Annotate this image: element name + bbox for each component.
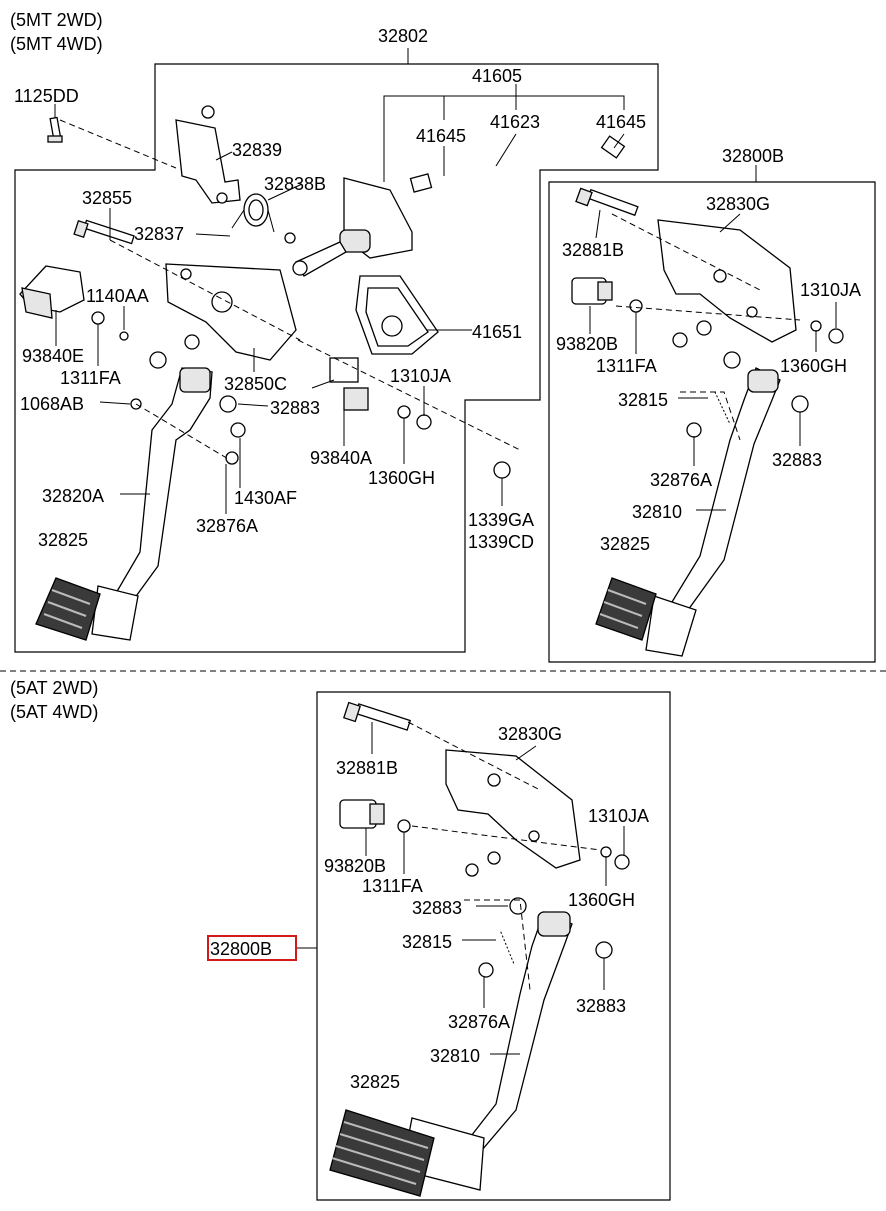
brake-bracket-top-drawing bbox=[657, 219, 797, 343]
label-32850c: 32850C bbox=[224, 374, 287, 394]
label-93820b-bottom: 93820B bbox=[324, 856, 386, 876]
label-1068ab: 1068AB bbox=[20, 394, 84, 414]
label-32810-top: 32810 bbox=[632, 502, 682, 522]
label-32800b-top: 32800B bbox=[722, 146, 784, 166]
label-32883-bottom-1: 32883 bbox=[412, 898, 462, 918]
section-label-5mt-2wd: (5MT 2WD) bbox=[10, 10, 103, 30]
label-32839: 32839 bbox=[232, 140, 282, 160]
label-32825-left: 32825 bbox=[38, 530, 88, 550]
label-1311fa-bottom: 1311FA bbox=[362, 876, 423, 896]
label-1311fa-right: 1311FA bbox=[596, 356, 657, 376]
label-32883-right: 32883 bbox=[772, 450, 822, 470]
brake-pin-bottom-drawing bbox=[343, 701, 412, 731]
label-1360gh-right: 1360GH bbox=[780, 356, 847, 376]
clutch-hose-drawing bbox=[399, 120, 626, 193]
brake-bracket-bottom-drawing bbox=[445, 749, 581, 869]
label-32876a-bottom: 32876A bbox=[448, 1012, 510, 1032]
label-32837: 32837 bbox=[134, 224, 184, 244]
label-1311fa-left: 1311FA bbox=[60, 368, 121, 388]
pedal-pad-bottom-drawing bbox=[329, 1109, 435, 1197]
label-93840e: 93840E bbox=[22, 346, 84, 366]
spring-coil-drawing bbox=[231, 193, 296, 244]
label-32830g-bottom: 32830G bbox=[498, 724, 562, 744]
section-label-5at-2wd: (5AT 2WD) bbox=[10, 678, 98, 698]
label-1125dd: 1125DD bbox=[14, 86, 79, 106]
label-32876a-left: 32876A bbox=[196, 516, 258, 536]
pivot-pin-drawing bbox=[73, 219, 135, 245]
label-32802: 32802 bbox=[378, 26, 428, 46]
frame-clutch-assembly bbox=[14, 63, 659, 653]
spring-32815-bottom-drawing bbox=[498, 929, 516, 965]
label-32881b-bottom: 32881B bbox=[336, 758, 398, 778]
label-32883-left: 32883 bbox=[270, 398, 320, 418]
gasket-drawing bbox=[355, 275, 439, 355]
label-41645-b: 41645 bbox=[596, 112, 646, 132]
frame-brake-assembly-top bbox=[548, 181, 876, 663]
bracket-drawing bbox=[175, 105, 241, 204]
label-1310ja-right: 1310JA bbox=[800, 280, 861, 300]
brake-pedal-arm-top-drawing bbox=[645, 367, 781, 657]
switch-93820b-top-drawing bbox=[571, 277, 613, 305]
label-41645-a: 41645 bbox=[416, 126, 466, 146]
label-32825-bottom: 32825 bbox=[350, 1072, 400, 1092]
label-1360gh-bottom: 1360GH bbox=[568, 890, 635, 910]
label-1339ga: 1339GA bbox=[468, 510, 534, 530]
leader-lines bbox=[54, 48, 837, 1055]
label-32881b-top: 32881B bbox=[562, 240, 624, 260]
bolt-1125dd-drawing bbox=[47, 116, 63, 143]
label-1430af: 1430AF bbox=[234, 488, 297, 508]
frame-brake-assembly-bottom bbox=[316, 691, 671, 1201]
label-32855: 32855 bbox=[82, 188, 132, 208]
label-32838b: 32838B bbox=[264, 174, 326, 194]
label-32800b-bottom: 32800B bbox=[210, 939, 272, 959]
label-32876a-right: 32876A bbox=[650, 470, 712, 490]
switch-93840a-drawing bbox=[311, 357, 369, 411]
clutch-pedal-arm-drawing bbox=[91, 367, 213, 641]
label-32815-top: 32815 bbox=[618, 390, 668, 410]
label-1310ja-bottom: 1310JA bbox=[588, 806, 649, 826]
label-41651: 41651 bbox=[472, 322, 522, 342]
pedal-pad-right-drawing bbox=[595, 577, 657, 641]
switch-93840e-drawing bbox=[19, 265, 85, 319]
pedal-pad-left-drawing bbox=[35, 577, 101, 641]
section-label-5at-4wd: (5AT 4WD) bbox=[10, 702, 98, 722]
pivot-bracket-drawing bbox=[165, 263, 297, 361]
label-32815-bottom: 32815 bbox=[402, 932, 452, 952]
label-41623: 41623 bbox=[490, 112, 540, 132]
label-93820b-top: 93820B bbox=[556, 334, 618, 354]
washers-right-drawing bbox=[629, 299, 844, 438]
section-label-5mt-4wd: (5MT 4WD) bbox=[10, 34, 103, 54]
label-32825-right: 32825 bbox=[600, 534, 650, 554]
label-1140aa: 1140AA bbox=[86, 286, 149, 306]
label-32883-bottom-2: 32883 bbox=[576, 996, 626, 1016]
label-93840a: 93840A bbox=[310, 448, 372, 468]
switch-93820b-bottom-drawing bbox=[339, 799, 385, 829]
master-cylinder-drawing bbox=[292, 177, 413, 277]
label-1339cd: 1339CD bbox=[468, 532, 534, 552]
part-labels: 32802 41605 1125DD 41645 41623 41645 328… bbox=[14, 26, 861, 1092]
label-32830g-top: 32830G bbox=[706, 194, 770, 214]
label-1360gh-mid: 1360GH bbox=[368, 468, 435, 488]
brake-pin-top-drawing bbox=[575, 187, 639, 217]
label-1310ja-mid: 1310JA bbox=[390, 366, 451, 386]
spring-32815-top-drawing bbox=[712, 389, 732, 425]
label-41605: 41605 bbox=[472, 66, 522, 86]
label-32810-bottom: 32810 bbox=[430, 1046, 480, 1066]
highlight-box-32800b bbox=[207, 935, 297, 961]
washers-bottom-drawing bbox=[397, 819, 630, 978]
label-32820a: 32820A bbox=[42, 486, 104, 506]
